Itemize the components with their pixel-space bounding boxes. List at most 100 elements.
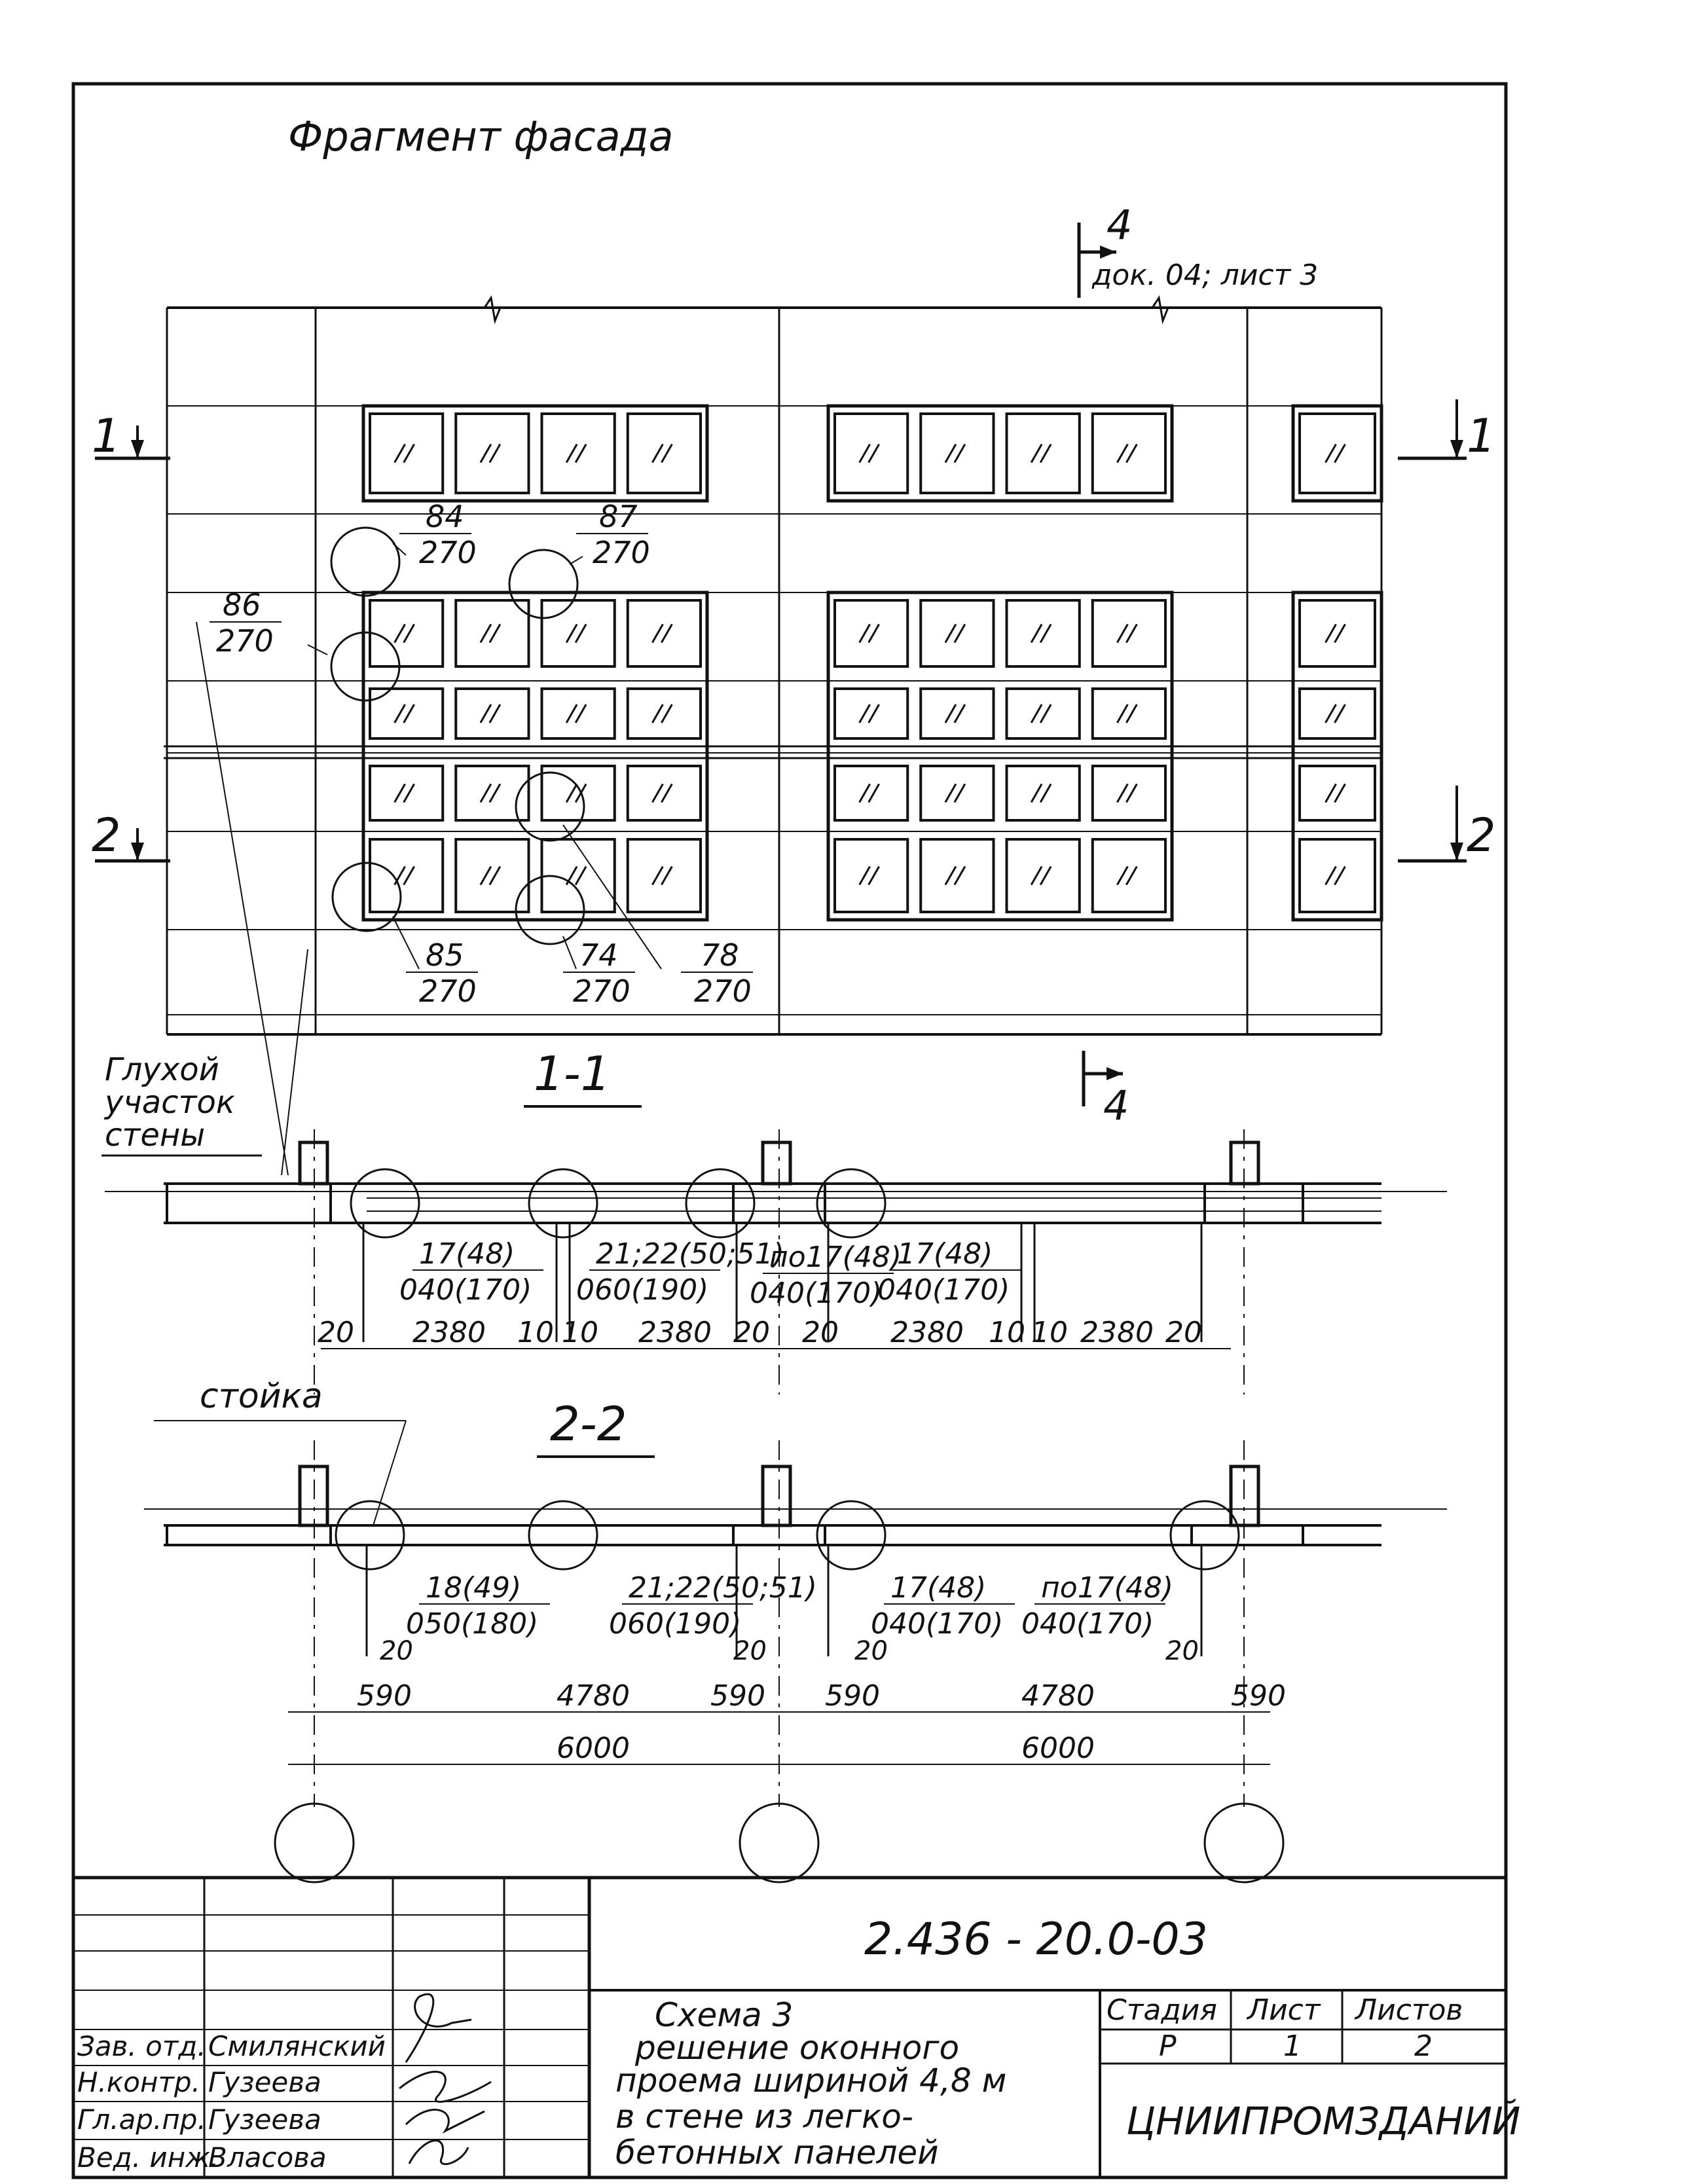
post-label: стойка bbox=[200, 1377, 323, 1416]
callout-sheet: 270 bbox=[216, 623, 274, 659]
window-pane bbox=[454, 687, 530, 740]
section-label: 21;22(50;51)060(190) bbox=[609, 1571, 817, 1641]
window-pane bbox=[369, 687, 445, 740]
window-pane bbox=[1005, 687, 1081, 740]
description-3: проема шириной 4,8 м bbox=[615, 2062, 1006, 2100]
section-1-1-labels: 17(48)040(170)21;22(50;51)060(190)по17(4… bbox=[399, 1237, 1021, 1310]
window-pane bbox=[454, 412, 530, 494]
window-pane bbox=[1005, 599, 1081, 668]
window-pane bbox=[1091, 687, 1167, 740]
callout-number: 87 bbox=[599, 499, 638, 534]
name-4: Власова bbox=[208, 2141, 327, 2174]
label-bottom: 040(170) bbox=[750, 1277, 882, 1310]
section-label: 17(48)040(170) bbox=[877, 1237, 1021, 1307]
callout-number: 74 bbox=[579, 937, 618, 973]
window-pane bbox=[626, 412, 702, 494]
window-band-lower bbox=[361, 591, 1383, 922]
section-4-reference: док. 04; лист 3 bbox=[1091, 259, 1318, 292]
window-pane bbox=[1298, 599, 1376, 668]
window-pane bbox=[540, 412, 616, 494]
window-pane bbox=[369, 765, 445, 822]
section-label: 21;22(50;51)060(190) bbox=[576, 1237, 784, 1307]
window-pane bbox=[540, 687, 616, 740]
blind-wall-line-3: стены bbox=[105, 1117, 205, 1154]
window-pane bbox=[454, 838, 530, 913]
callout-sheet: 270 bbox=[419, 974, 477, 1009]
dimension-value: 20 bbox=[854, 1636, 888, 1666]
dimension-value: 2380 bbox=[412, 1316, 486, 1349]
cut-1-left-label: 1 bbox=[92, 409, 121, 463]
window-pane bbox=[454, 599, 530, 668]
window-pane bbox=[626, 765, 702, 822]
blind-wall-note: Глухой участок стены bbox=[101, 1051, 262, 1157]
label-top: по17(48) bbox=[1041, 1571, 1173, 1605]
dimension-value: 20 bbox=[1165, 1316, 1202, 1349]
description-4: в стене из легко- bbox=[615, 2098, 913, 2136]
dimension-value: 4780 bbox=[1021, 1679, 1095, 1713]
window-pane bbox=[1298, 687, 1376, 740]
window-pane bbox=[369, 599, 445, 668]
callout-number: 84 bbox=[426, 499, 464, 534]
callout-number: 86 bbox=[223, 587, 261, 623]
blind-wall-line-1: Глухой bbox=[105, 1051, 219, 1088]
dimension-value: 590 bbox=[1231, 1679, 1286, 1713]
cut-2-left: 2 bbox=[92, 809, 170, 863]
role-4: Вед. инж. bbox=[77, 2141, 219, 2174]
window-pane bbox=[626, 838, 702, 913]
description-1: Схема 3 bbox=[655, 1996, 793, 2034]
window-pane bbox=[540, 599, 616, 668]
dimension-value: 20 bbox=[1165, 1636, 1199, 1666]
window-band-upper bbox=[361, 404, 1383, 503]
description-2: решение оконного bbox=[634, 2029, 959, 2067]
role-3: Гл.ар.пр. bbox=[77, 2103, 206, 2136]
dimension-value: 20 bbox=[733, 1316, 770, 1349]
window-pane bbox=[919, 687, 995, 740]
window-pane bbox=[919, 765, 995, 822]
sheets-header: Листов bbox=[1354, 1993, 1463, 2027]
section-4-number-top: 4 bbox=[1107, 201, 1132, 249]
section-2-2-title: 2-2 bbox=[550, 1396, 627, 1451]
window-pane bbox=[626, 687, 702, 740]
sheet-header: Лист bbox=[1246, 1993, 1321, 2027]
stage-value: Р bbox=[1159, 2029, 1177, 2063]
dimension-value: 590 bbox=[357, 1679, 412, 1713]
role-2: Н.контр. bbox=[77, 2066, 200, 2098]
label-bottom: 060(190) bbox=[609, 1607, 741, 1641]
dimension-value: 6000 bbox=[557, 1732, 630, 1765]
label-top: 18(49) bbox=[426, 1571, 521, 1605]
facade-fragment: Фрагмент фасада 4 док. 04; лист 3 bbox=[92, 113, 1496, 1176]
cut-1-left: 1 bbox=[92, 409, 170, 463]
window-pane bbox=[1298, 412, 1376, 494]
window-pane bbox=[626, 599, 702, 668]
window-pane bbox=[919, 412, 995, 494]
window-pane bbox=[833, 599, 909, 668]
label-bottom: 050(180) bbox=[406, 1607, 538, 1641]
label-top: 21;22(50;51) bbox=[596, 1237, 784, 1271]
dimension-value: 4780 bbox=[557, 1679, 630, 1713]
cut-2-right-label: 2 bbox=[1467, 809, 1496, 862]
cut-1-right: 1 bbox=[1398, 399, 1496, 463]
stage-header: Стадия bbox=[1107, 1993, 1217, 2027]
signatures bbox=[399, 1993, 492, 2166]
dimension-value: 20 bbox=[733, 1636, 767, 1666]
cut-2-right: 2 bbox=[1398, 786, 1496, 863]
dimension-value: 2380 bbox=[890, 1316, 964, 1349]
label-bottom: 040(170) bbox=[399, 1273, 532, 1307]
dimension-value: 20 bbox=[380, 1636, 413, 1666]
dimension-value: 590 bbox=[710, 1679, 765, 1713]
label-bottom: 040(170) bbox=[877, 1273, 1010, 1307]
dimension-value: 10 bbox=[562, 1316, 598, 1349]
organization: ЦНИИПРОМЗДАНИЙ bbox=[1126, 2098, 1520, 2143]
dimension-value: 10 bbox=[517, 1316, 554, 1349]
role-1: Зав. отд. bbox=[77, 2030, 206, 2062]
window-pane bbox=[369, 838, 445, 913]
window-pane bbox=[1298, 838, 1376, 913]
window-panes bbox=[369, 412, 1376, 913]
dimension-value: 6000 bbox=[1021, 1732, 1095, 1765]
section-label: по17(48)040(170) bbox=[1021, 1571, 1173, 1641]
window-pane bbox=[1005, 412, 1081, 494]
